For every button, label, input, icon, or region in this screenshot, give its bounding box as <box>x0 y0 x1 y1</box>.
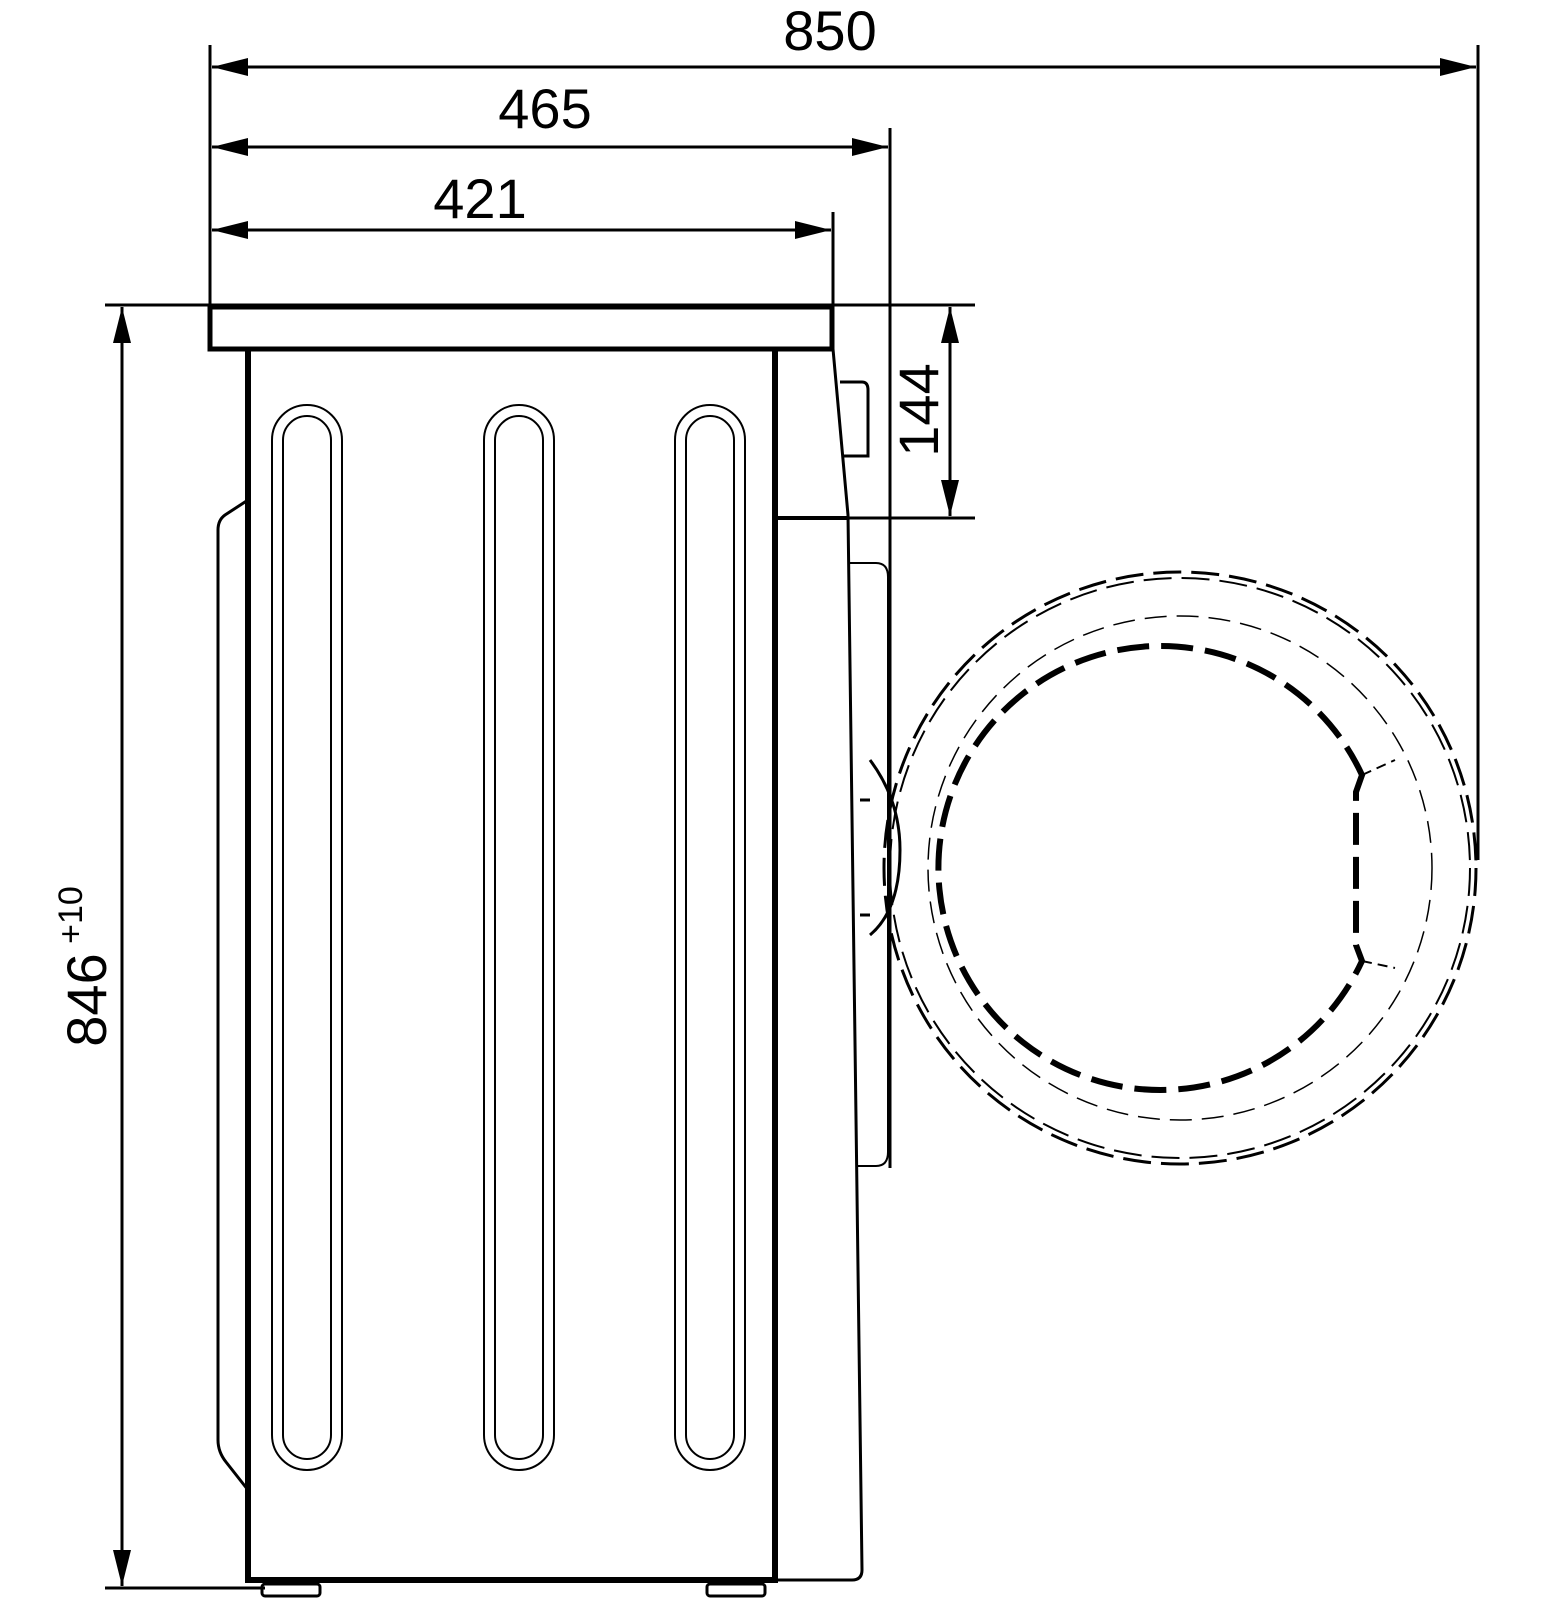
dim-label-850: 850 <box>783 0 876 62</box>
dim-label-846: 846 <box>55 953 118 1046</box>
extension-lines <box>105 45 1480 1590</box>
dim-label-tolerance: +10 <box>52 886 90 944</box>
rib-1 <box>271 404 343 1471</box>
foot-left <box>260 1580 322 1598</box>
door-middle-ring <box>927 615 1433 1121</box>
door-hinge <box>860 759 902 937</box>
dimension-lines <box>113 58 1476 1586</box>
dim-label-144: 144 <box>887 363 950 456</box>
open-door <box>882 570 1478 1166</box>
side-ribs <box>271 404 746 1471</box>
door-glass <box>935 643 1366 1093</box>
top-panel <box>207 304 835 352</box>
dim-label-421: 421 <box>433 167 526 230</box>
rib-3 <box>674 404 746 1471</box>
washing-machine <box>207 304 902 1598</box>
rear-bulge <box>216 498 250 1491</box>
cabinet-body <box>245 349 778 1583</box>
dim-label-465: 465 <box>498 77 591 140</box>
front-panel <box>775 348 864 1582</box>
door-outer-ring <box>882 570 1478 1166</box>
control-knob <box>840 380 870 458</box>
door-side <box>850 562 889 1167</box>
rib-2 <box>483 404 555 1471</box>
foot-right <box>705 1580 767 1598</box>
